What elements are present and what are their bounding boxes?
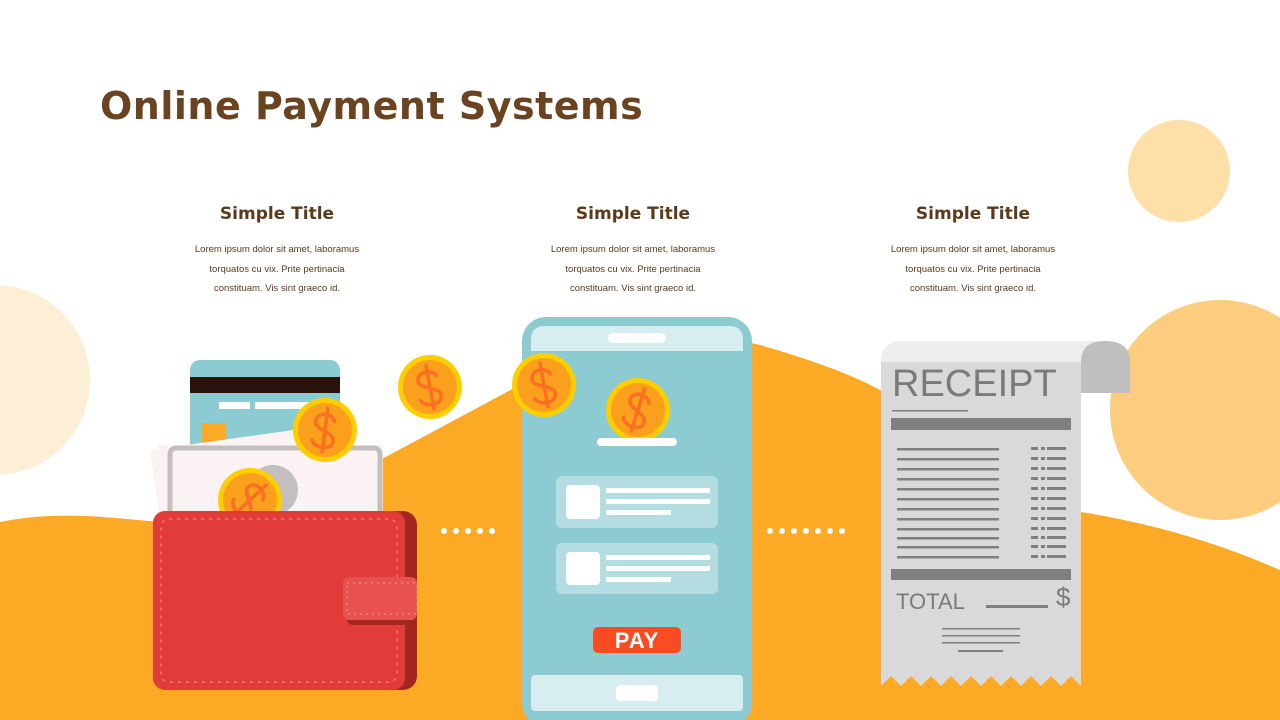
dot [477,528,483,534]
dot [489,528,495,534]
dot [791,528,797,534]
dot [815,528,821,534]
dot [779,528,785,534]
phone-home-button [616,685,658,701]
column-2-title: Simple Title [575,204,691,224]
pay-button-bg [593,627,681,653]
wallet [153,511,405,690]
column-1-body-line: torquatos cu vix. Prite pertinacia [209,263,345,275]
column-3-text: Simple Title Lorem ipsum dolor sit amet,… [843,204,1103,299]
receipt-heading: RECEIPT [892,363,1057,405]
phone-speaker [608,333,666,343]
column-1-text: Simple Title Lorem ipsum dolor sit amet,… [147,204,407,299]
dot [803,528,809,534]
dot [839,528,845,534]
column-2-body-line: Lorem ipsum dolor sit amet, laboramus [550,244,716,255]
receipt-roll [1081,341,1130,393]
dot [465,528,471,534]
column-1-body-line: constituam. Vis sint graeco id. [213,283,341,294]
dot [453,528,459,534]
column-1-body-line: Lorem ipsum dolor sit amet, laboramus [194,244,360,255]
column-2-body: Lorem ipsum dolor sit amet, laboramus to… [503,240,763,299]
column-3-body-line: torquatos cu vix. Prite pertinacia [905,263,1041,275]
dot [441,528,447,534]
wallet-clasp [343,577,417,620]
column-3-body-line: constituam. Vis sint graeco id. [909,283,1037,294]
column-1-body: Lorem ipsum dolor sit amet, laboramus to… [147,240,407,299]
slide-title: Online Payment Systems [100,84,644,128]
decor-circle-right [1110,300,1280,520]
column-3-body-line: Lorem ipsum dolor sit amet, laboramus [890,244,1056,255]
column-2-body-line: constituam. Vis sint graeco id. [569,283,697,294]
dot [827,528,833,534]
dot [767,528,773,534]
decor-circle-left [0,285,90,475]
column-3-body: Lorem ipsum dolor sit amet, laboramus to… [843,240,1103,299]
connector-dots-1 [441,528,495,534]
connector-dots-2 [767,528,845,534]
column-1-title: Simple Title [219,204,335,224]
receipt-currency-symbol: $ [1056,582,1071,612]
column-2-text: Simple Title Lorem ipsum dolor sit amet,… [503,204,763,299]
coin-slot [597,438,677,446]
receipt-total-label: TOTAL [896,589,965,614]
decor-circle-top-right [1128,120,1230,222]
receipt-line-items [897,447,1066,559]
pay-button[interactable]: PAY [614,628,660,653]
column-2-body-line: torquatos cu vix. Prite pertinacia [565,263,701,275]
column-3-title: Simple Title [915,204,1031,224]
